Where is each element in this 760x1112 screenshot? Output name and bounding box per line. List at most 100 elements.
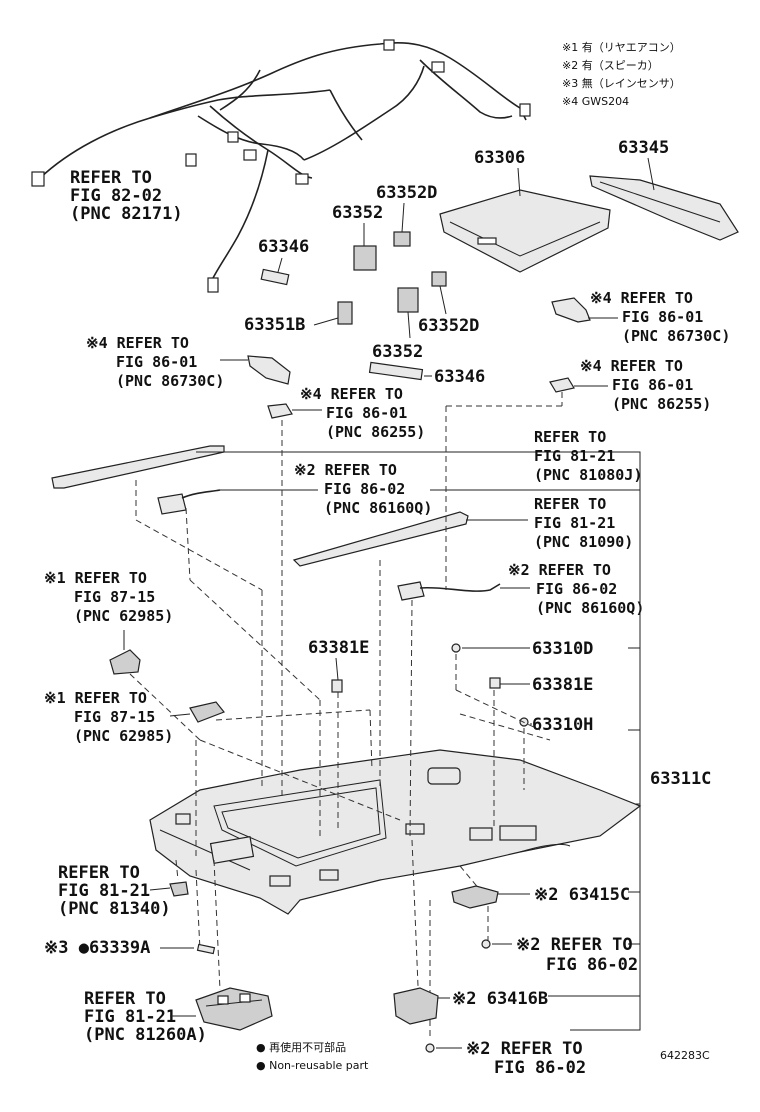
refer-lower4-b: FIG 86-02 (494, 1058, 586, 1078)
part-63310h: 63310H (532, 715, 593, 735)
refer-spk1-a: ※2 REFER TO (294, 461, 397, 479)
refer-spk2-a: ※2 REFER TO (508, 561, 611, 579)
refer-rail-a: REFER TO (534, 428, 606, 446)
part-63346-mid: 63346 (434, 367, 485, 387)
footnote-jp: ● 再使用不可部品 (256, 1040, 346, 1054)
refer-right-2a: ※4 REFER TO (580, 357, 683, 375)
screw-86-02-b (425, 1043, 435, 1053)
refer-ac1-a: ※1 REFER TO (44, 569, 147, 587)
part-63352d-top: 63352D (376, 183, 437, 203)
refer-ac2-c: (PNC 62985) (74, 727, 173, 745)
part-63381e-a: 63381E (308, 638, 369, 658)
ac-register-1 (109, 649, 141, 675)
pad-63352d-mid (431, 271, 447, 287)
mic-left-86730c (247, 355, 291, 385)
refer-left-1b: FIG 86-01 (116, 353, 197, 371)
pad-63352d-top (393, 231, 411, 247)
refer-ac1-b: FIG 87-15 (74, 588, 155, 606)
refer-lower4-a: ※2 REFER TO (466, 1039, 583, 1059)
refer-lower3-c: (PNC 81260A) (84, 1025, 207, 1045)
garnish-63345 (589, 175, 739, 241)
refer-right-1a: ※4 REFER TO (590, 289, 693, 307)
refer-ac2-a: ※1 REFER TO (44, 689, 147, 707)
part-63381e-b: 63381E (532, 675, 593, 695)
diagram-code: 642283C (660, 1049, 710, 1062)
refer-rail-c: (PNC 81080J) (534, 466, 642, 484)
legend-line-3: ※3 無（レインセンサ） (562, 76, 681, 90)
refer-rail2-a: REFER TO (534, 495, 606, 513)
wire-pnc: (PNC 82171) (70, 204, 183, 224)
refer-rail-b: FIG 81-21 (534, 447, 615, 465)
refer-spk1-b: FIG 86-02 (324, 480, 405, 498)
speaker-rear-86160q (397, 581, 501, 601)
part-63311c: 63311C (650, 769, 711, 789)
headliner-opening (427, 767, 461, 785)
sensor-right-86255 (549, 377, 575, 393)
headliner-63311c (149, 749, 642, 915)
refer-lower1-b: FIG 81-21 (58, 881, 150, 901)
refer-spk2-b: FIG 86-02 (536, 580, 617, 598)
sunshade-63306 (439, 189, 611, 273)
refer-ac2-b: FIG 87-15 (74, 708, 155, 726)
refer-lower1-c: (PNC 81340) (58, 899, 171, 919)
part-63351b: 63351B (244, 315, 305, 335)
refer-lower3-a: REFER TO (84, 989, 166, 1009)
speaker-front-86160q (157, 489, 221, 515)
clip-63310d (451, 643, 461, 653)
legend-line-1: ※1 有（リヤエアコン） (562, 40, 681, 54)
pad-63352-top (353, 245, 377, 271)
refer-lower3-b: FIG 81-21 (84, 1007, 176, 1027)
refer-right-1b: FIG 86-01 (622, 308, 703, 326)
refer-right-2b: FIG 86-01 (612, 376, 693, 394)
screw-86-02-a (481, 939, 491, 949)
lamp-81340 (169, 881, 189, 897)
refer-left-1a: ※4 REFER TO (86, 334, 189, 352)
legend-line-4: ※4 GWS204 (562, 95, 629, 108)
part-63415c: ※2 63415C (534, 885, 630, 905)
part-63352-mid: 63352 (372, 342, 423, 362)
refer-lower1-a: REFER TO (58, 863, 140, 883)
refer-left-2a: ※4 REFER TO (300, 385, 403, 403)
refer-right-1c: (PNC 86730C) (622, 327, 730, 345)
part-63345: 63345 (618, 138, 669, 158)
sensor-left-86255 (267, 403, 293, 419)
refer-rail2-c: (PNC 81090) (534, 533, 633, 551)
speaker-63415c (451, 885, 499, 909)
legend: ※1 有（リヤエアコン） ※2 有（スピーカ） ※3 無（レインセンサ） ※4 … (562, 40, 681, 108)
refer-lower2-a: ※2 REFER TO (516, 935, 633, 955)
refer-left-2c: (PNC 86255) (326, 423, 425, 441)
part-63416b: ※2 63416B (452, 989, 548, 1009)
legend-line-2: ※2 有（スピーカ） (562, 58, 659, 72)
wire-refer-to: REFER TO (70, 168, 152, 188)
part-63346-top: 63346 (258, 237, 309, 257)
mic-right-86730c (551, 297, 591, 323)
pad-63346-top (260, 268, 290, 286)
refer-right-2c: (PNC 86255) (612, 395, 711, 413)
roof-wire-harness (31, 39, 531, 293)
refer-lower2-b: FIG 86-02 (546, 955, 638, 975)
part-63339a: ※3 ●63339A (44, 938, 150, 958)
clip-63381e-b (489, 677, 501, 689)
refer-spk2-c: (PNC 86160Q) (536, 599, 644, 617)
footnote-en: ● Non-reusable part (256, 1059, 369, 1072)
part-63306: 63306 (474, 148, 525, 168)
wire-fig: FIG 82-02 (70, 186, 162, 206)
bracket-63416b (393, 987, 439, 1025)
pad-63351b (337, 301, 353, 325)
refer-spk1-c: (PNC 86160Q) (324, 499, 432, 517)
part-63310d: 63310D (532, 639, 593, 659)
refer-ac1-c: (PNC 62985) (74, 607, 173, 625)
part-63352d-mid: 63352D (418, 316, 479, 336)
pad-63352-mid (397, 287, 419, 313)
refer-left-1c: (PNC 86730C) (116, 372, 224, 390)
map-lamp-81260a (195, 987, 273, 1031)
ac-register-2 (189, 701, 225, 723)
guide-lines (129, 392, 563, 1040)
refer-left-2b: FIG 86-01 (326, 404, 407, 422)
clip-63339a (196, 943, 216, 955)
part-63352-top: 63352 (332, 203, 383, 223)
pad-63346-mid (368, 361, 424, 381)
roof-rail-81090 (292, 511, 469, 567)
harness-connector (31, 171, 45, 187)
